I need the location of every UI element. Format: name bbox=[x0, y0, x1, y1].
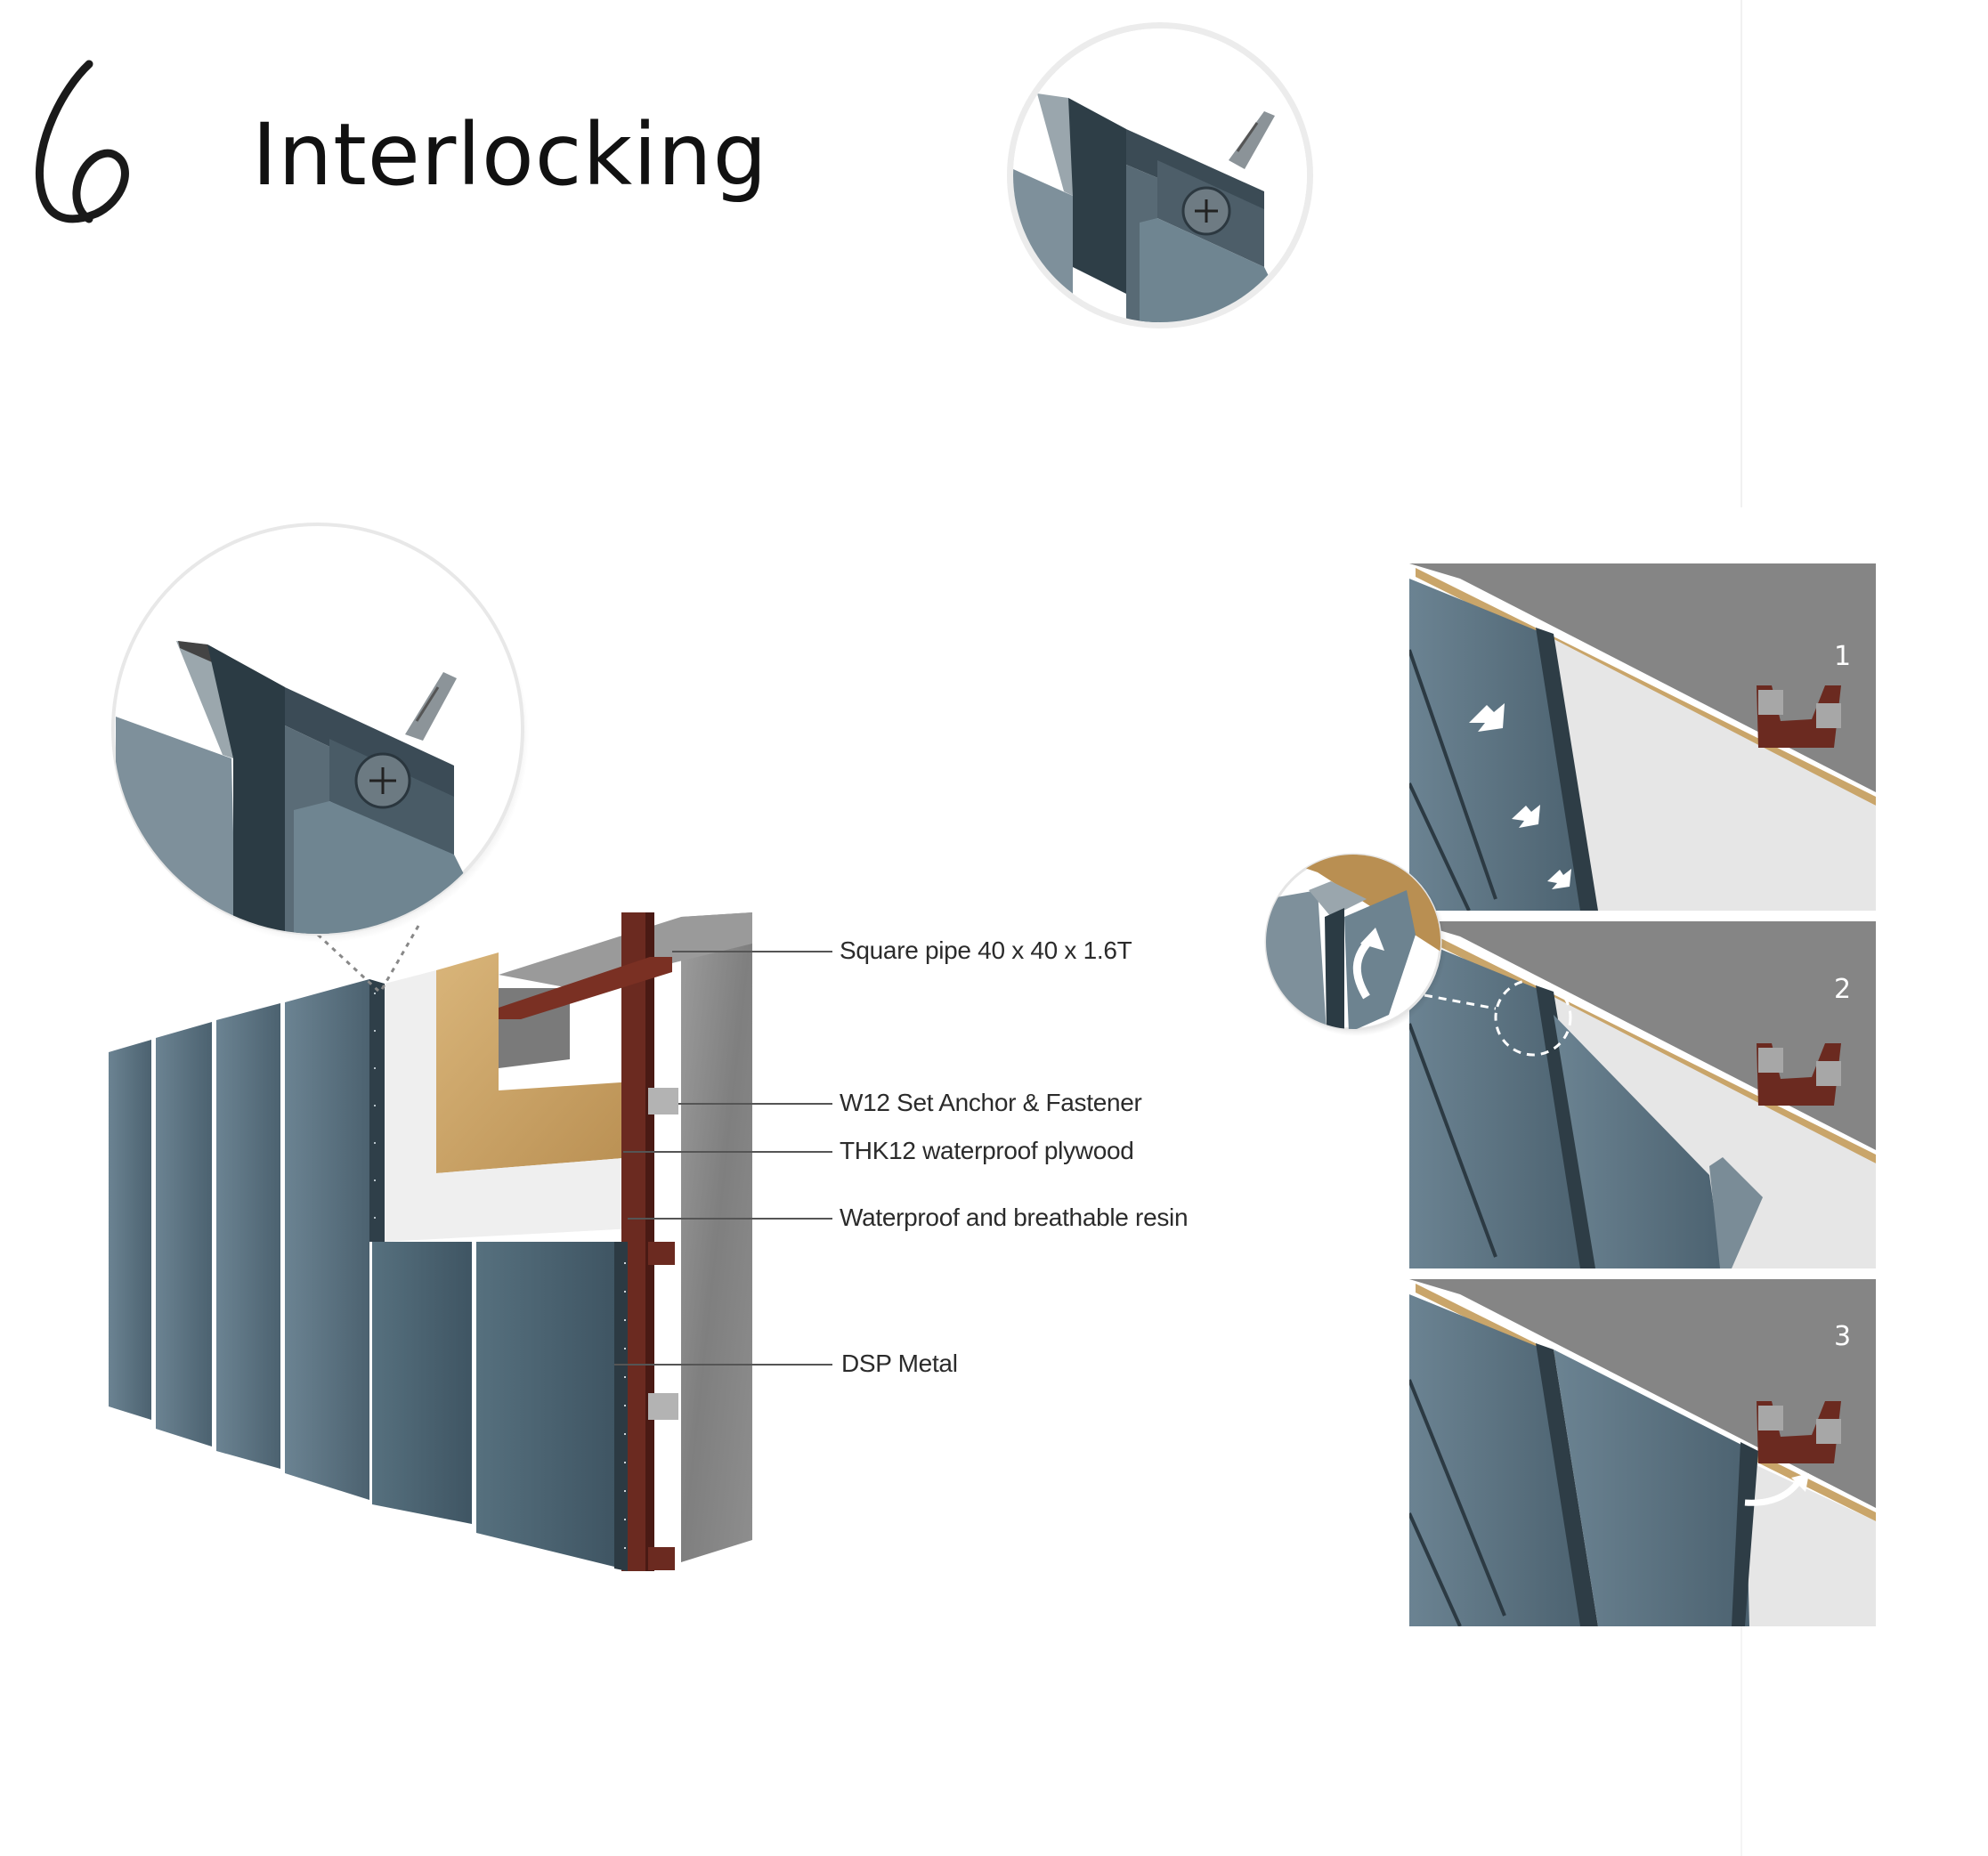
page-title: Interlocking bbox=[252, 105, 768, 205]
callout-dsp-metal: DSP Metal bbox=[841, 1349, 958, 1377]
top-detail-circle bbox=[1007, 22, 1313, 328]
callout-resin: Waterproof and breathable resin bbox=[840, 1204, 1189, 1231]
step-3-panel bbox=[1409, 1279, 1876, 1626]
screw-icon bbox=[405, 672, 457, 741]
joint-detail-circle bbox=[111, 523, 529, 943]
step-number-3: 3 bbox=[1834, 1321, 1852, 1352]
anchor-fastener bbox=[648, 1088, 678, 1114]
arrow-icon bbox=[1469, 703, 1571, 889]
curved-arrow-icon bbox=[1744, 1477, 1803, 1506]
step-1-panel bbox=[1409, 563, 1876, 911]
screw-icon bbox=[1229, 111, 1275, 169]
callout-square-pipe: Square pipe 40 x 40 x 1.6T bbox=[840, 936, 1132, 964]
callout-anchor-fastener: W12 Set Anchor & Fastener bbox=[840, 1089, 1142, 1116]
step-2-detail-circle bbox=[1264, 853, 1447, 1036]
step-number-1: 1 bbox=[1834, 641, 1852, 672]
callout-plywood: THK12 waterproof plywood bbox=[840, 1137, 1134, 1164]
step-number-2: 2 bbox=[1834, 974, 1852, 1005]
page-divider-lower bbox=[1741, 1584, 1742, 1856]
callout-leaders bbox=[614, 951, 832, 1366]
step-2-panel bbox=[1409, 921, 1876, 1268]
wall-assembly bbox=[109, 912, 752, 1571]
page-divider bbox=[1741, 0, 1742, 507]
